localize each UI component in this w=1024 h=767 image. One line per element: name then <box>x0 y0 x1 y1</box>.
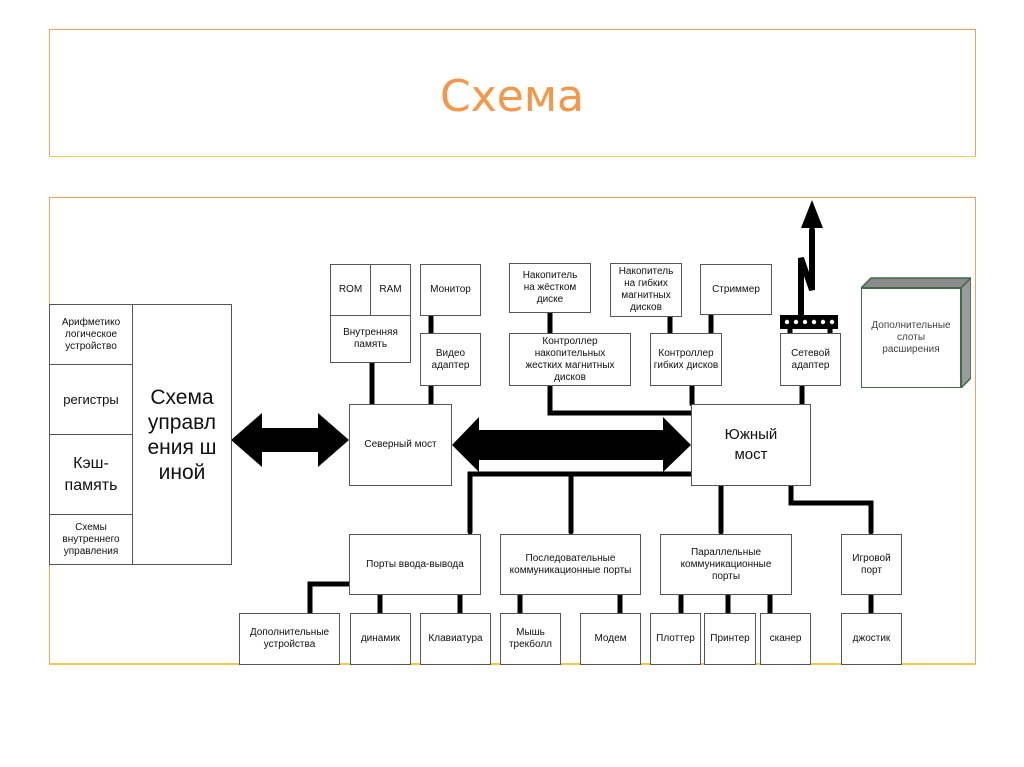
streamer-box: Стриммер <box>700 264 772 315</box>
io-ports-box: Порты ввода-вывода <box>349 534 481 595</box>
registers-box: регистры <box>49 364 133 435</box>
printer-box: Принтер <box>704 613 756 665</box>
bus-control-box: Схема управл ения шиной <box>132 304 232 565</box>
hdd-box: Накопитель на жёстком диске <box>509 263 591 313</box>
fdd-box: Накопитель на гибких магнитных дисков <box>610 263 682 317</box>
expansion-slots-shape <box>859 276 973 390</box>
cache-box: Кэш-память <box>49 434 133 515</box>
rom-box: ROM <box>330 264 371 316</box>
north-bridge-box: Северный мост <box>349 404 452 486</box>
speaker-box: динамик <box>350 613 411 665</box>
mouse-box: Мышь трекболл <box>500 613 561 665</box>
title-frame <box>49 29 976 157</box>
monitor-box: Монитор <box>420 264 481 316</box>
joystick-box: джостик <box>841 613 902 665</box>
south-bridge-box: Южный мост <box>691 404 811 486</box>
hdd-controller-box: Контроллер накопительных жестких магнитн… <box>509 333 631 386</box>
modem-box: Модем <box>580 613 641 665</box>
fdd-controller-box: Контроллер гибких дисков <box>650 333 722 386</box>
expansion-slots-label: Дополнительные слоты расширения <box>871 320 951 355</box>
serial-ports-box: Последовательные коммуникационные порты <box>500 534 641 595</box>
parallel-ports-box: Параллельные коммуникационные порты <box>660 534 792 595</box>
scanner-box: сканер <box>760 613 811 665</box>
internal-memory-box: Внутренняя память <box>330 315 411 363</box>
expansion-slots: Дополнительные слоты расширения <box>859 276 973 390</box>
network-adapter-box: Сетевой адаптер <box>780 333 841 386</box>
keyboard-box: Клавиатура <box>420 613 491 665</box>
video-adapter-box: Видео адаптер <box>420 333 481 386</box>
extra-devices-box: Дополнительные устройства <box>239 613 340 665</box>
alu-box: Арифметико логическое устройство <box>49 304 133 365</box>
game-port-box: Игровой порт <box>841 534 902 595</box>
slide-title: Схема <box>440 71 584 122</box>
internal-control-box: Схемы внутреннего управления <box>49 514 133 565</box>
plotter-box: Плоттер <box>650 613 701 665</box>
ram-box: RAM <box>370 264 411 316</box>
